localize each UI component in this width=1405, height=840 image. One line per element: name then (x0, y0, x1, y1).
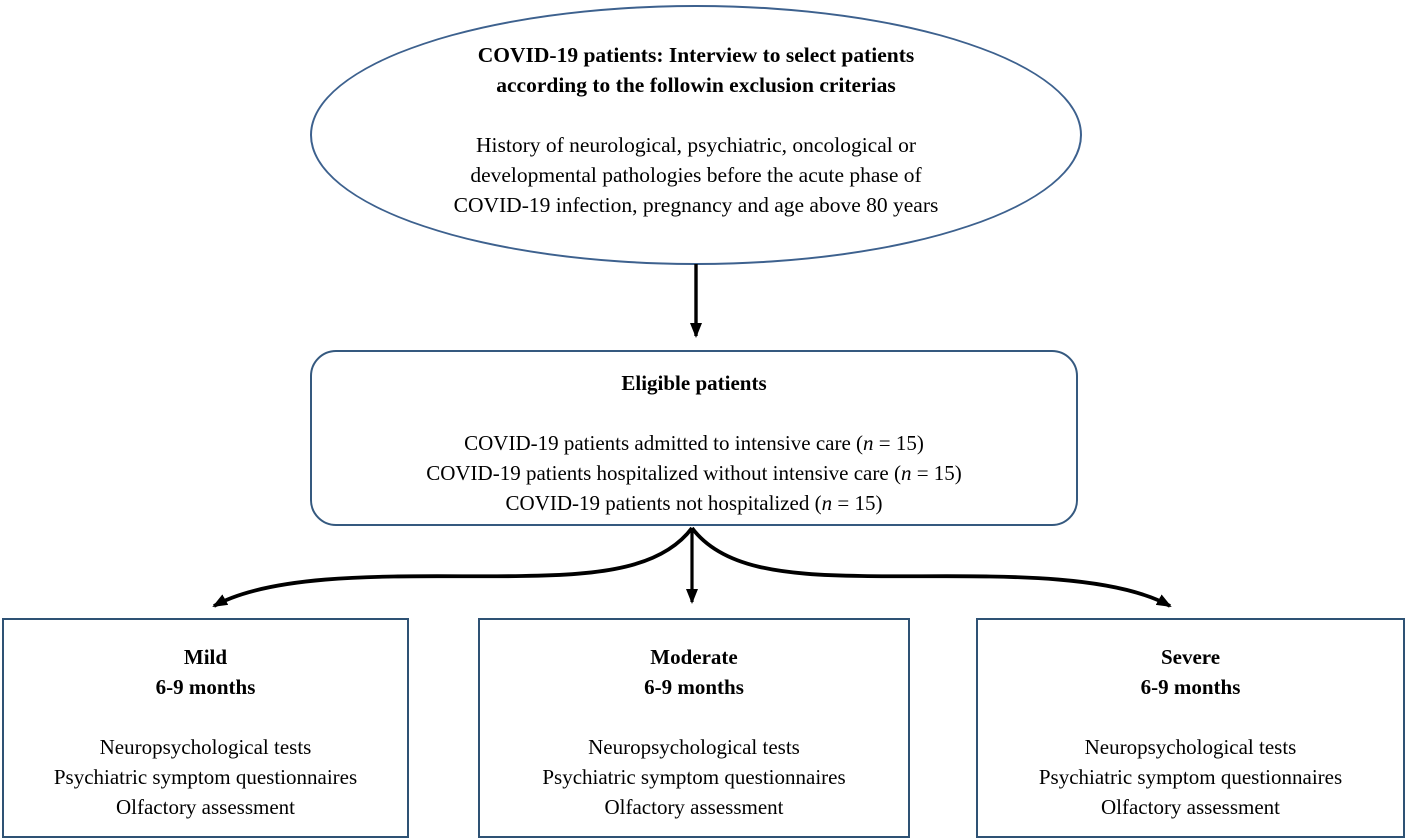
exclusion-title: COVID-19 patients: Interview to select p… (312, 40, 1080, 100)
assessment-item: Neuropsychological tests (99, 735, 312, 759)
exclusion-title-line2: according to the followin exclusion crit… (496, 73, 896, 97)
assessment-item: Olfactory assessment (604, 795, 784, 819)
group-n-symbol: n (900, 461, 912, 485)
group-text: COVID-19 patients not hospitalized ( (505, 491, 822, 515)
branch-severity: Mild (183, 645, 228, 669)
node-branch-mild: Mild 6-9 months Neuropsychological tests… (2, 618, 409, 838)
eligible-group-hospitalized: COVID-19 patients hospitalized without i… (312, 458, 1076, 488)
assessment-item: Olfactory assessment (1100, 795, 1281, 819)
assessment-item: Neuropsychological tests (588, 735, 800, 759)
group-count: = 15) (832, 491, 883, 515)
branch-severity: Moderate (650, 645, 738, 669)
node-branch-moderate: Moderate 6-9 months Neuropsychological t… (478, 618, 910, 838)
arrow-eligible-to-severe (690, 526, 1172, 608)
exclusion-body-line2: developmental pathologies before the acu… (470, 163, 922, 187)
branch-assessments: Neuropsychological tests Psychiatric sym… (480, 732, 908, 822)
group-n-symbol: n (821, 491, 833, 515)
assessment-item: Psychiatric symptom questionnaires (542, 765, 846, 789)
exclusion-body-line1: History of neurological, psychiatric, on… (475, 133, 917, 157)
assessment-item: Psychiatric symptom questionnaires (1038, 765, 1343, 789)
branch-severity: Severe (1160, 645, 1221, 669)
group-text: COVID-19 patients hospitalized without i… (426, 461, 901, 485)
assessment-item: Olfactory assessment (115, 795, 296, 819)
group-count: = 15) (873, 431, 924, 455)
group-count: = 15) (911, 461, 962, 485)
branch-assessments: Neuropsychological tests Psychiatric sym… (978, 732, 1403, 822)
exclusion-title-line1: COVID-19 patients: Interview to select p… (477, 43, 915, 67)
branch-assessments: Neuropsychological tests Psychiatric sym… (4, 732, 407, 822)
eligible-groups: COVID-19 patients admitted to intensive … (312, 428, 1076, 518)
eligible-group-intensive-care: COVID-19 patients admitted to intensive … (312, 428, 1076, 458)
eligible-group-not-hospitalized: COVID-19 patients not hospitalized (n = … (312, 488, 1076, 518)
exclusion-body: History of neurological, psychiatric, on… (312, 130, 1080, 220)
eligible-title: Eligible patients (621, 371, 767, 395)
branch-followup: 6-9 months (644, 675, 744, 699)
group-text: COVID-19 patients admitted to intensive … (464, 431, 864, 455)
assessment-item: Psychiatric symptom questionnaires (53, 765, 358, 789)
branch-followup: 6-9 months (1140, 675, 1241, 699)
node-eligible-patients: Eligible patients COVID-19 patients admi… (310, 350, 1078, 526)
arrow-eligible-to-mild (212, 526, 694, 608)
exclusion-body-line3: COVID-19 infection, pregnancy and age ab… (453, 193, 939, 217)
branch-header: Moderate 6-9 months (480, 642, 908, 702)
group-n-symbol: n (863, 431, 874, 455)
branch-header: Severe 6-9 months (978, 642, 1403, 702)
node-exclusion-criteria: COVID-19 patients: Interview to select p… (310, 5, 1082, 265)
branch-header: Mild 6-9 months (4, 642, 407, 702)
node-branch-severe: Severe 6-9 months Neuropsychological tes… (976, 618, 1405, 838)
branch-followup: 6-9 months (155, 675, 256, 699)
assessment-item: Neuropsychological tests (1084, 735, 1297, 759)
